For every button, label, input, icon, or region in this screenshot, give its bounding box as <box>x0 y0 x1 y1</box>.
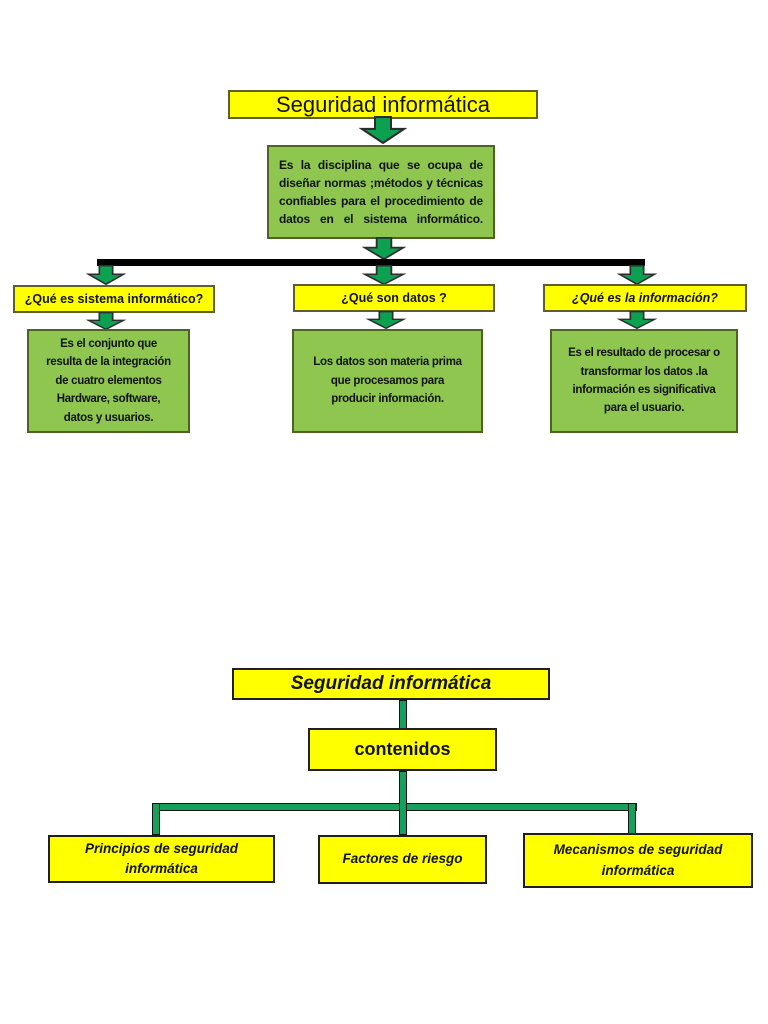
connector-vertical <box>152 803 160 835</box>
question-box-datos: ¿Qué son datos ? <box>293 284 495 312</box>
diagram1-title: Seguridad informática <box>275 91 490 117</box>
connector-vertical <box>399 700 407 729</box>
down-arrow-icon <box>359 116 407 144</box>
down-arrow-icon <box>617 311 657 329</box>
topic-box-principios: Principios de seguridad informática <box>48 835 275 883</box>
down-arrow-icon <box>617 265 657 285</box>
topic-text: Factores de riesgo <box>342 851 463 867</box>
connector-vertical <box>399 771 407 835</box>
answer-text: Es el conjunto que resulta de la integra… <box>46 338 171 424</box>
answer-box-sistema: Es el conjunto que resulta de la integra… <box>27 329 190 433</box>
topic-text: Principios de seguridad informática <box>84 840 239 876</box>
question-box-sistema: ¿Qué es sistema informático? <box>13 285 215 313</box>
question-text: ¿Qué son datos ? <box>341 291 447 305</box>
diagram2-title: Seguridad informática <box>290 673 492 694</box>
connector-horizontal <box>153 803 637 811</box>
diagram2-title-box: Seguridad informática <box>232 668 550 700</box>
answer-box-datos: Los datos son materia prima que procesam… <box>292 329 483 433</box>
topic-box-factores: Factores de riesgo <box>318 835 487 884</box>
definition-box: Es la disciplina que se ocupa de diseñar… <box>267 145 495 239</box>
question-text: ¿Qué es sistema informático? <box>24 292 204 306</box>
branch-line <box>97 259 645 266</box>
down-arrow-icon <box>362 237 406 260</box>
question-text: ¿Qué es la información? <box>572 291 718 305</box>
topic-text: Mecanismos de seguridad informática <box>553 842 723 878</box>
contenidos-box: contenidos <box>308 728 497 771</box>
answer-text: Es el resultado de procesar o transforma… <box>568 347 720 415</box>
down-arrow-icon <box>86 312 126 330</box>
topic-box-mecanismos: Mecanismos de seguridad informática <box>523 833 753 888</box>
down-arrow-icon <box>362 265 406 285</box>
answer-text: Los datos son materia prima que procesam… <box>313 356 462 406</box>
down-arrow-icon <box>86 265 126 285</box>
contenidos-label: contenidos <box>354 739 451 759</box>
definition-text: Es la disciplina que se ocupa de diseñar… <box>279 158 483 226</box>
diagram1-title-box: Seguridad informática <box>228 90 538 119</box>
question-box-informacion: ¿Qué es la información? <box>543 284 747 312</box>
connector-vertical <box>628 803 636 834</box>
answer-box-informacion: Es el resultado de procesar o transforma… <box>550 329 738 433</box>
down-arrow-icon <box>366 311 406 329</box>
